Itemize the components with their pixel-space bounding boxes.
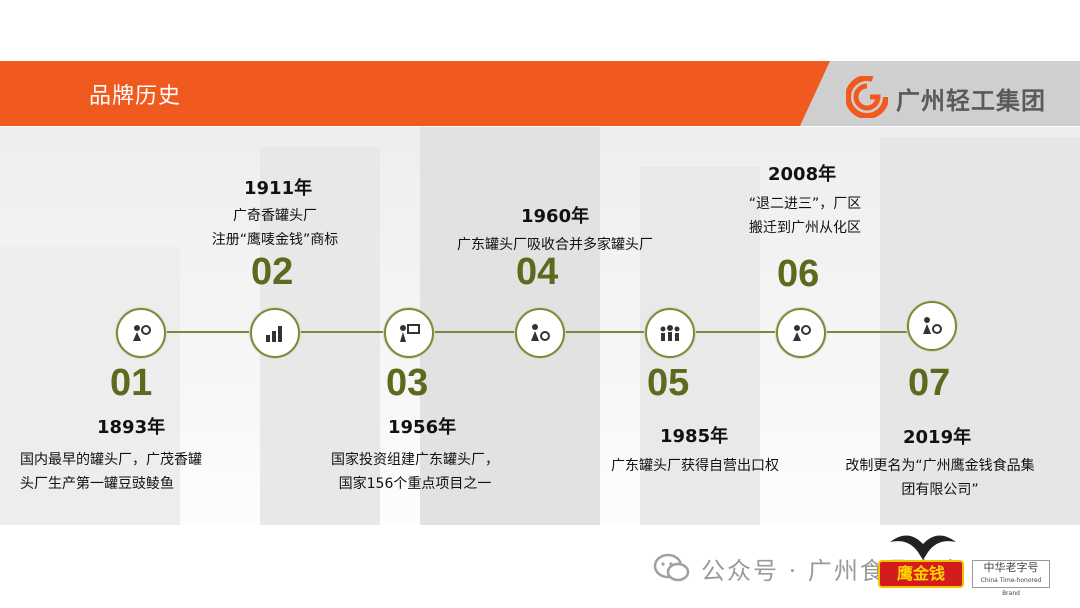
timeline-node-07 (907, 301, 957, 351)
milestone-desc-05: 广东罐头厂获得自营出口权 (611, 458, 779, 474)
milestone-year-03: 1956年 (388, 417, 457, 438)
person-gear-icon (793, 325, 811, 341)
presentation-icon (400, 324, 420, 342)
milestone-year-04: 1960年 (521, 206, 590, 227)
milestone-number-06: 06 (777, 253, 820, 295)
page-title: 品牌历史 (89, 84, 182, 109)
milestone-desc-01: 国内最早的罐头厂，广茂香罐 头厂生产第一罐豆豉鲮鱼 (20, 452, 202, 492)
milestone-number-07: 07 (908, 362, 951, 404)
milestone-number-05: 05 (647, 362, 690, 404)
time-honored-badge: 中华老字号 China Time-honored Brand (972, 560, 1050, 597)
milestone-year-01: 1893年 (97, 417, 166, 438)
header-bar (0, 61, 830, 126)
building-shape (420, 127, 600, 525)
timeline-node-03 (384, 308, 434, 358)
wechat-icon (653, 553, 690, 582)
timeline-node-02 (250, 308, 300, 358)
milestone-number-04: 04 (516, 251, 559, 293)
person-cogs-icon (923, 317, 942, 334)
bar-chart-icon (266, 326, 282, 342)
eagle-icon (890, 535, 956, 560)
person-cogs-icon (531, 324, 550, 341)
milestone-year-06: 2008年 (768, 164, 837, 185)
milestone-number-02: 02 (251, 251, 294, 293)
timeline-node-04 (515, 308, 565, 358)
milestone-desc-04: 广东罐头厂吸收合并多家罐头厂 (457, 237, 653, 253)
milestone-desc-06: “退二进三”，厂区 搬迁到广州从化区 (748, 196, 862, 236)
milestone-year-07: 2019年 (903, 427, 972, 448)
milestone-year-02: 1911年 (244, 178, 313, 199)
timeline-node-06 (776, 308, 826, 358)
milestone-number-01: 01 (110, 362, 153, 404)
logo-badge: 鹰金钱 (878, 560, 964, 588)
milestone-number-03: 03 (386, 362, 429, 404)
person-gear-icon (133, 325, 151, 341)
timeline-node-01 (116, 308, 166, 358)
bottom-brand-logo: 鹰金钱 中华老字号 China Time-honored Brand (878, 535, 1058, 597)
brand-logo-icon (846, 76, 888, 118)
team-icon (660, 325, 680, 341)
milestone-year-05: 1985年 (660, 426, 729, 447)
brand-name: 广州轻工集团 (896, 87, 1046, 115)
milestone-desc-07: 改制更名为“广州鹰金钱食品集 团有限公司” (845, 458, 1035, 498)
milestone-desc-02: 广奇香罐头厂 注册“鹰唛金钱”商标 (211, 208, 339, 248)
building-shape (0, 247, 180, 525)
milestone-desc-03: 国家投资组建广东罐头厂， 国家156个重点项目之一 (331, 452, 499, 492)
timeline-node-05 (645, 308, 695, 358)
